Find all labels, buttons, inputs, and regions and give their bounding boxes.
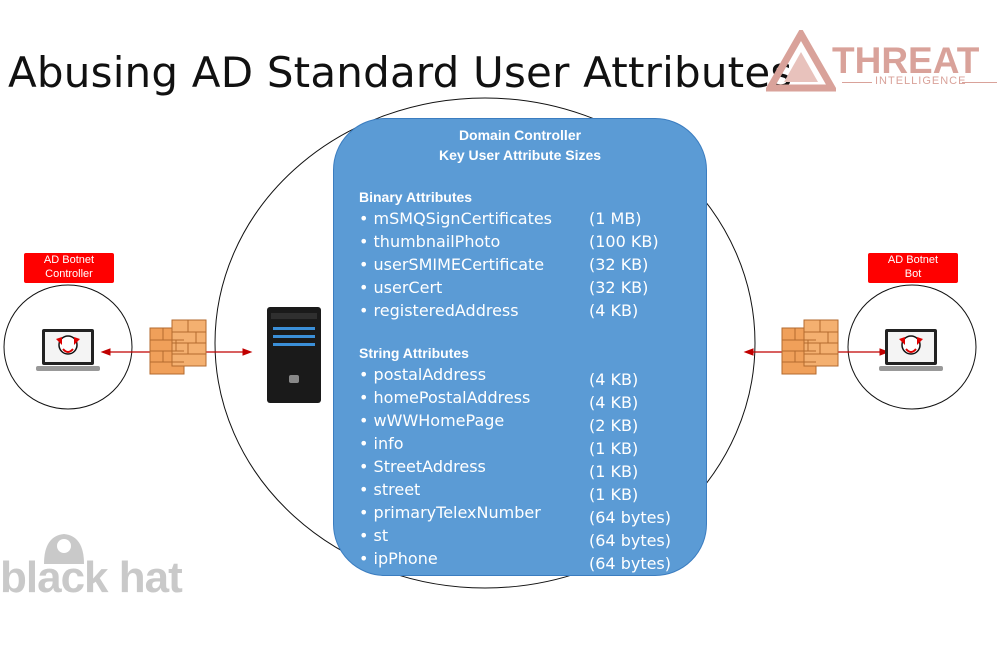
bot-label-badge: AD Botnet Bot <box>868 253 958 283</box>
server-icon <box>267 307 321 403</box>
binary-attr-size: (100 KB) <box>589 232 659 251</box>
controller-label-badge: AD Botnet Controller <box>24 253 114 283</box>
logo-rule-right <box>962 82 997 83</box>
string-attr-size: (2 KB) <box>589 416 639 435</box>
string-attributes-heading: String Attributes <box>359 345 469 361</box>
string-attr-name: • info <box>359 434 404 453</box>
blackhat-hat-icon <box>44 534 84 564</box>
string-attr-size: (1 KB) <box>589 462 639 481</box>
domain-boundary-circle <box>214 97 756 589</box>
string-attr-name: • homePostalAddress <box>359 388 531 407</box>
panel-title-line1: Domain Controller <box>458 127 582 143</box>
logo-rule-left <box>842 82 872 83</box>
binary-attr-size: (4 KB) <box>589 301 639 320</box>
bot-label-line2: Bot <box>904 268 922 280</box>
blackhat-watermark: black hat <box>0 553 183 602</box>
firewall-right-icon <box>781 319 839 375</box>
controller-laptop-icon <box>36 329 100 371</box>
binary-attr-size: (32 KB) <box>589 255 649 274</box>
string-attr-name: • street <box>359 480 421 499</box>
binary-attr-name: • userSMIMECertificate <box>359 255 545 274</box>
bot-label-line1: AD Botnet <box>887 254 939 266</box>
threat-logo-text: THREAT <box>832 40 980 81</box>
binary-attr-name: • thumbnailPhoto <box>359 232 501 251</box>
threat-logo-tagline: INTELLIGENCE <box>875 75 967 87</box>
string-attr-size: (64 bytes) <box>589 531 672 550</box>
string-attr-name: • ipPhone <box>359 549 438 568</box>
attribute-sizes-panel: Domain Controller Key User Attribute Siz… <box>333 118 707 576</box>
binary-attr-name: • userCert <box>359 278 443 297</box>
binary-attr-size: (32 KB) <box>589 278 649 297</box>
string-attr-name: • primaryTelexNumber <box>359 503 541 522</box>
bot-laptop-icon <box>879 329 943 371</box>
panel-title-line2: Key User Attribute Sizes <box>438 147 602 163</box>
string-attr-size: (4 KB) <box>589 393 639 412</box>
slide-title: Abusing AD Standard User Attributes <box>8 48 793 97</box>
binary-attr-name: • registeredAddress <box>359 301 519 320</box>
string-attr-name: • StreetAddress <box>359 457 486 476</box>
string-attr-size: (1 KB) <box>589 439 639 458</box>
string-attr-name: • postalAddress <box>359 365 487 384</box>
controller-label-line1: AD Botnet <box>43 254 95 266</box>
binary-attributes-heading: Binary Attributes <box>359 189 473 205</box>
firewall-left-icon <box>149 319 207 375</box>
threat-logo-icon <box>766 30 836 92</box>
string-attr-size: (1 KB) <box>589 485 639 504</box>
string-attr-name: • wWWHomePage <box>359 411 505 430</box>
string-attr-size: (64 bytes) <box>589 554 672 573</box>
string-attr-size: (4 KB) <box>589 370 639 389</box>
string-attr-size: (64 bytes) <box>589 508 672 527</box>
binary-attr-size: (1 MB) <box>589 209 642 228</box>
string-attr-name: • st <box>359 526 389 545</box>
binary-attr-name: • mSMQSignCertificates <box>359 209 553 228</box>
controller-label-line2: Controller <box>45 268 93 280</box>
